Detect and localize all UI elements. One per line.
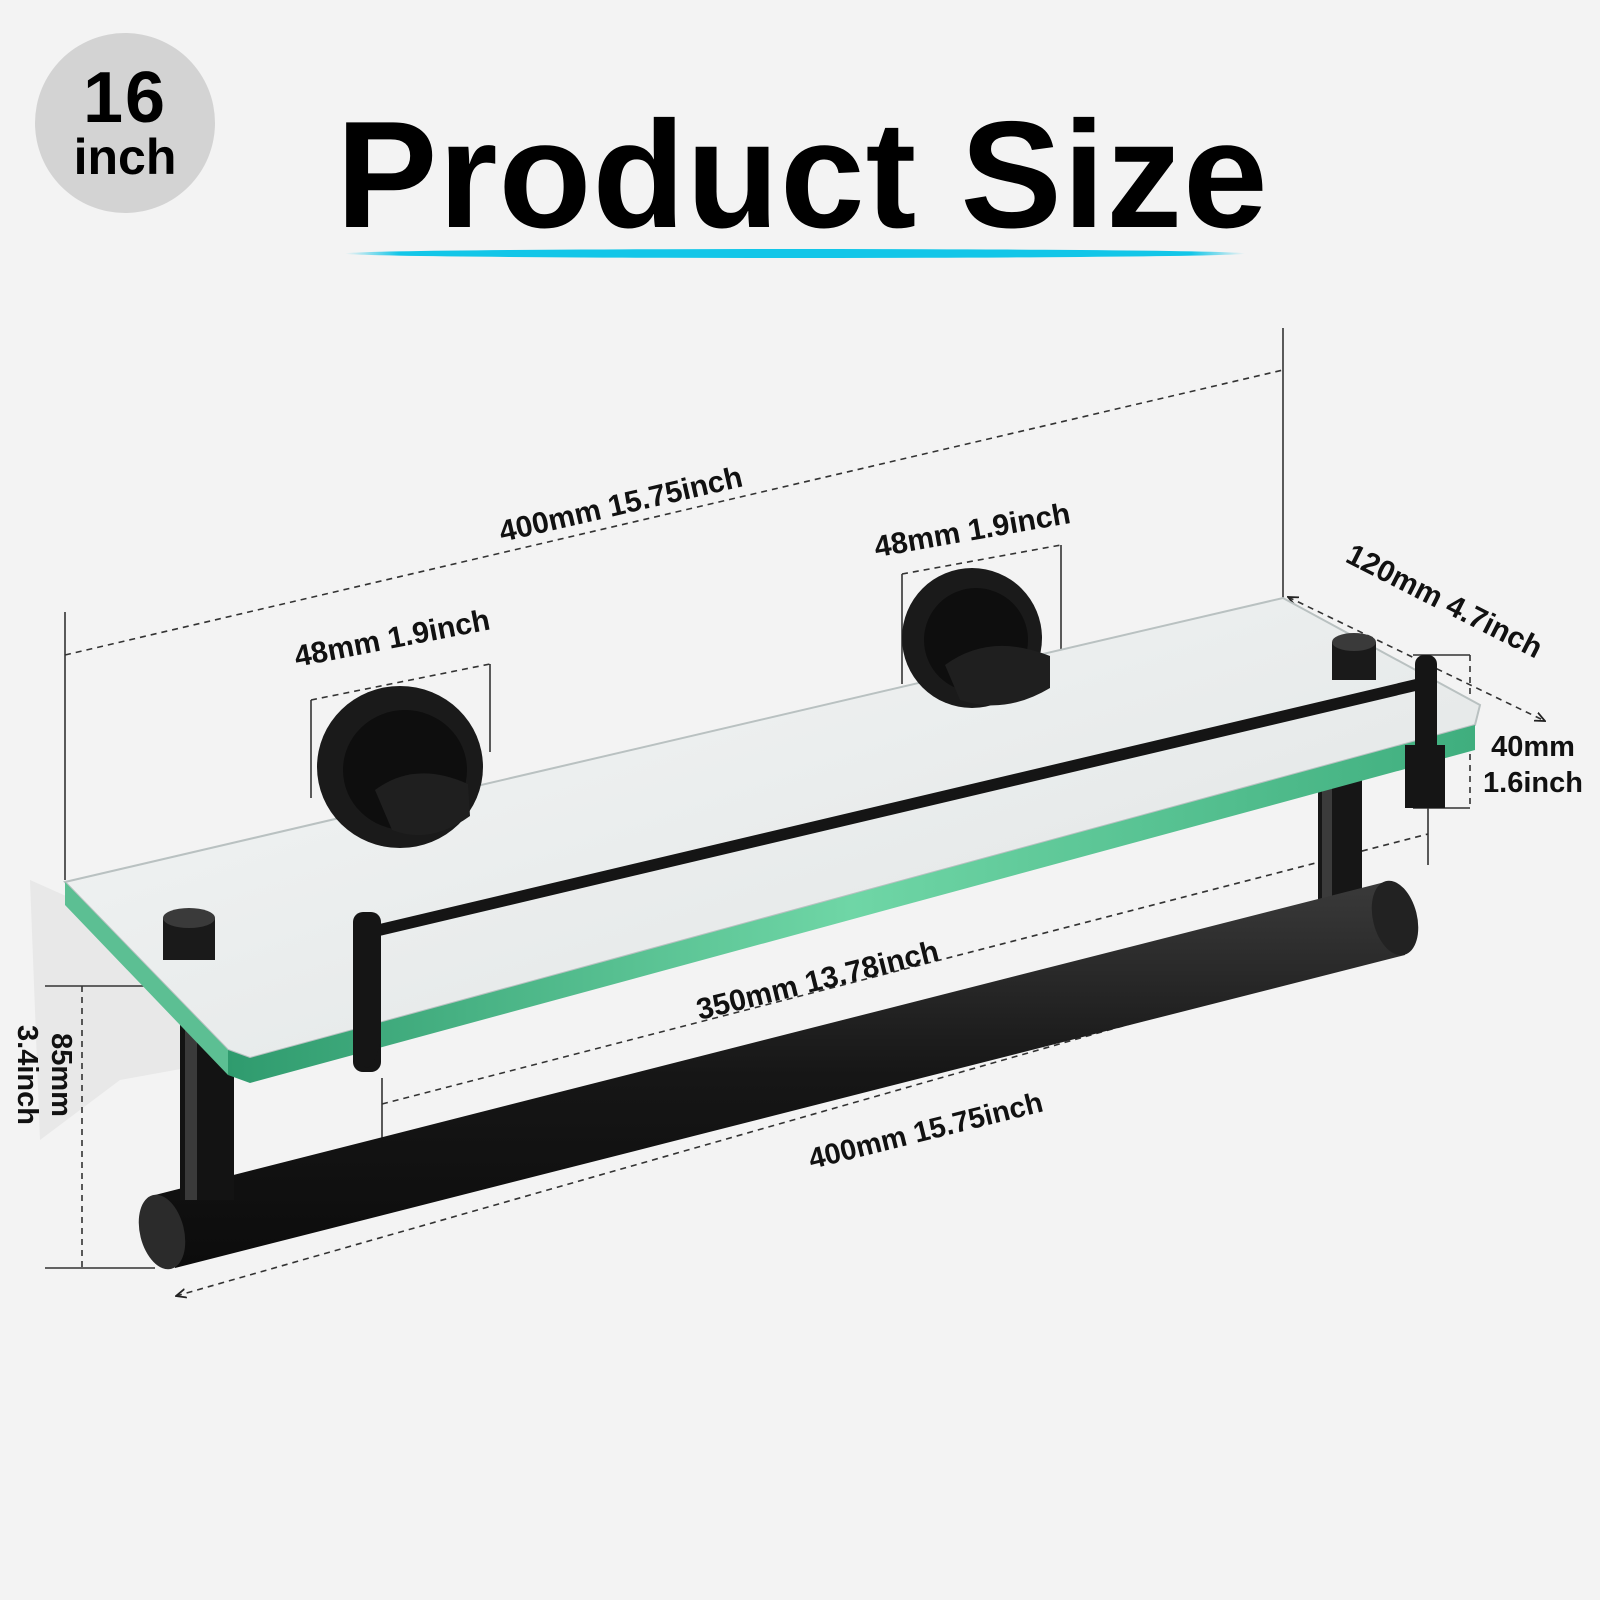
guard-rail — [353, 655, 1445, 1072]
bar-length-label: 400mm 15.75inch — [805, 1087, 1046, 1176]
towel-bar — [138, 780, 1419, 1270]
mount-right-label: 48mm 1.9inch — [872, 497, 1073, 564]
wall-mount-right — [902, 568, 1050, 708]
title-underline — [345, 249, 1245, 258]
height-mm-label: 85mm — [45, 1033, 77, 1117]
badge-unit: inch — [73, 128, 177, 185]
glass-shelf — [63, 596, 1482, 1083]
size-badge: 16 inch — [35, 33, 215, 213]
clamps — [163, 633, 1376, 960]
height-inch-label: 3.4inch — [11, 1025, 43, 1125]
badge-number: 16 — [82, 58, 168, 139]
wall-mount-left — [317, 686, 483, 848]
wall-shadow — [30, 880, 230, 1140]
page-title: Product Size — [336, 90, 1269, 260]
mount-left-label: 48mm 1.9inch — [292, 604, 493, 674]
rail-height-inch-label: 1.6inch — [1483, 767, 1583, 799]
rail-height-mm-label: 40mm — [1491, 731, 1575, 763]
